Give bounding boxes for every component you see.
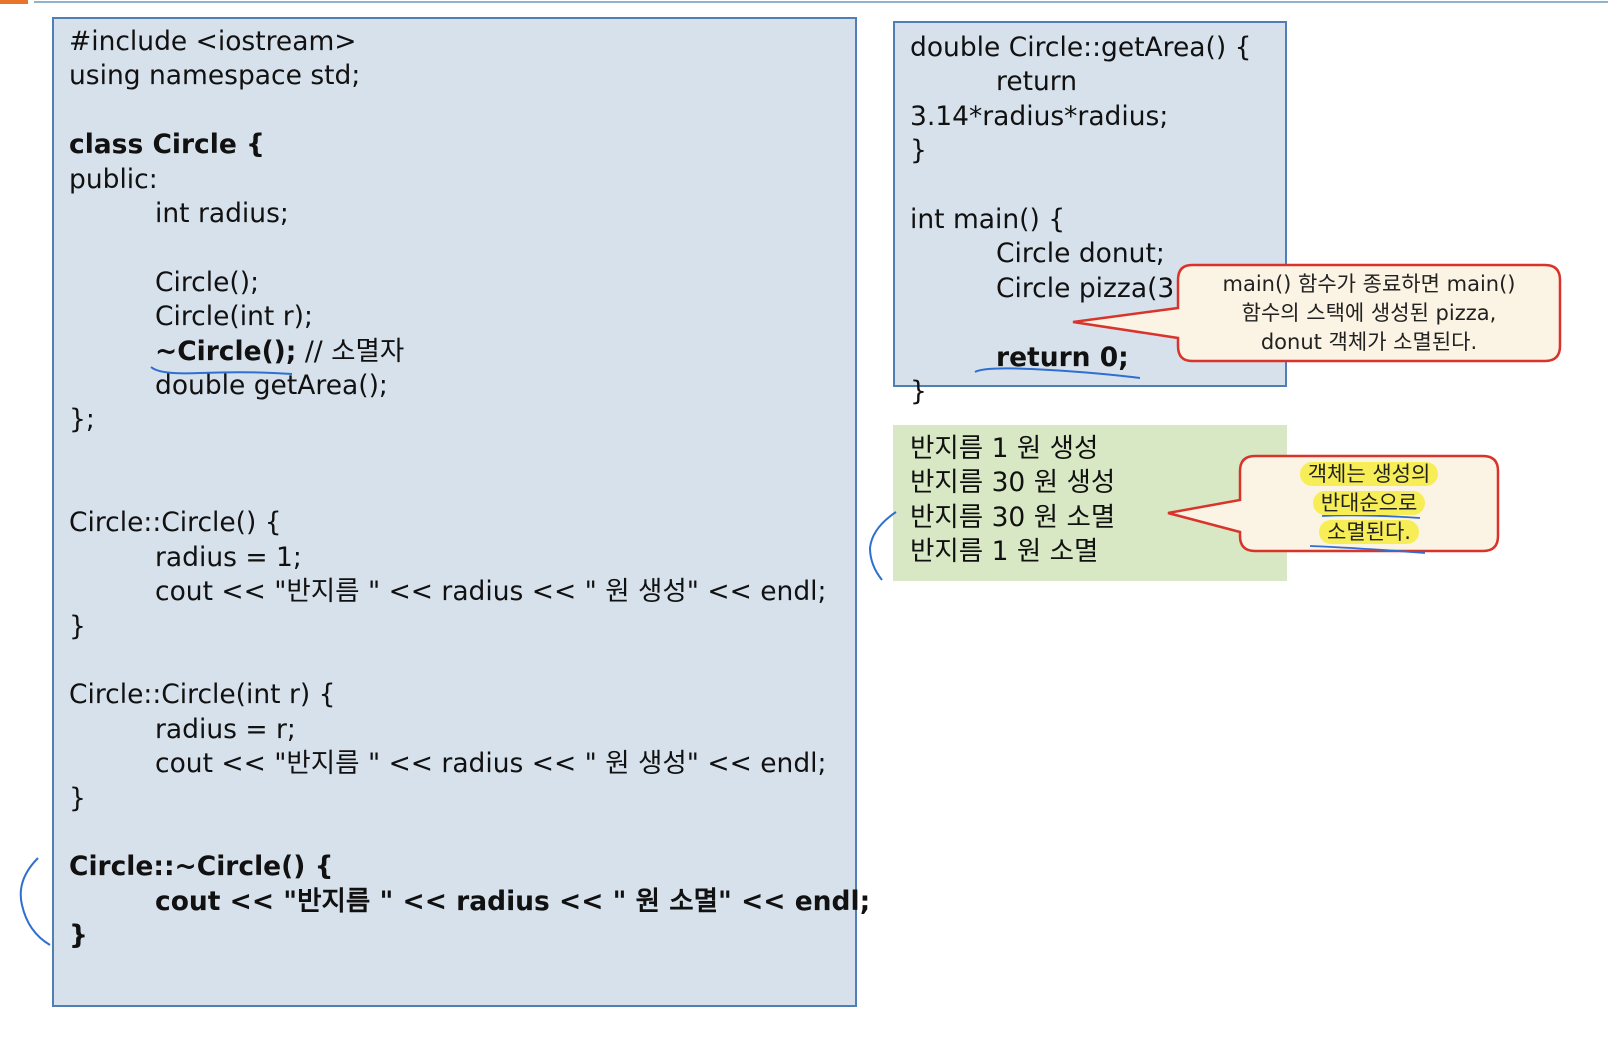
callout-line: donut 객체가 소멸된다. <box>1260 330 1478 354</box>
order-underline-mark-2 <box>1309 545 1426 554</box>
code-line <box>69 644 849 678</box>
code-line: } <box>910 135 927 167</box>
code-line: } <box>69 782 86 814</box>
code-line: #include <iostream> <box>69 26 357 57</box>
output-line: 반지름 1 원 소멸 <box>910 536 1099 568</box>
code-line-destructor-end: } <box>69 920 88 952</box>
code-line: Circle(int r); <box>155 301 313 333</box>
output-line: 반지름 1 원 생성 <box>910 433 1099 464</box>
code-line: radius = 1; <box>155 541 302 573</box>
left-code-lines: #include <iostream> using namespace std;… <box>69 25 871 954</box>
code-line: double getArea(); <box>155 369 388 401</box>
code-line: class Circle { <box>69 128 849 162</box>
program-output-lines: 반지름 1 원 생성 반지름 30 원 생성 반지름 30 원 소멸 반지름 1… <box>910 432 1270 570</box>
code-line: cout << "반지름 " << radius << " 원 생성" << e… <box>155 748 827 780</box>
code-line <box>910 169 1330 203</box>
callout-line: main() 함수가 종료하면 main() <box>1222 272 1516 296</box>
code-line: Circle::Circle(int r) { <box>69 679 336 711</box>
code-line <box>69 472 849 506</box>
slide-top-rule <box>34 1 1608 3</box>
code-line: Circle(); <box>155 266 260 298</box>
code-line: } <box>910 375 927 407</box>
output-line: 반지름 30 원 생성 <box>910 467 1116 499</box>
class-keyword-line: class Circle { <box>69 129 265 161</box>
code-line-destructor-def: Circle::~Circle() { <box>69 851 334 883</box>
code-line-destructor-body: cout << "반지름 " << radius << " 원 소멸" << e… <box>155 885 871 917</box>
left-code-box <box>52 17 857 1007</box>
callout-line: 함수의 스택에 생성된 pizza, <box>1241 301 1497 325</box>
code-line: Circle donut; <box>996 238 1165 270</box>
code-line: } <box>69 610 86 642</box>
code-line: radius = r; <box>155 713 296 745</box>
right-code-lines: double Circle::getArea() { return 3.14*r… <box>910 31 1330 409</box>
code-line: public: <box>69 163 158 195</box>
destructor-declaration: ~Circle(); <box>155 335 297 367</box>
code-line: using namespace std; <box>69 60 361 92</box>
callout-line-highlighted: 반대순으로 <box>1312 491 1426 515</box>
code-line <box>69 438 849 472</box>
slide-top-bar <box>0 0 1608 4</box>
code-line: }; <box>69 404 95 436</box>
output-line: 반지름 30 원 소멸 <box>910 501 1116 533</box>
code-line-destructor-decl: ~Circle(); // 소멸자 <box>69 335 849 369</box>
destructor-comment: // 소멸자 <box>296 335 405 367</box>
code-line: double Circle::getArea() { <box>910 32 1252 63</box>
slide-accent-mark <box>0 0 28 4</box>
code-line <box>69 231 849 265</box>
code-line: return <box>996 66 1078 98</box>
code-line: 3.14*radius*radius; <box>910 100 1169 132</box>
code-line: int main() { <box>910 203 1066 235</box>
code-line: cout << "반지름 " << radius << " 원 생성" << e… <box>155 576 827 608</box>
callout-line-highlighted: 소멸된다. <box>1319 520 1419 544</box>
order-callout-text: 객체는 생성의 반대순으로 소멸된다. <box>1242 460 1496 547</box>
code-line <box>69 816 849 850</box>
code-line: int radius; <box>155 197 289 229</box>
destructor-bracket-mark <box>19 857 51 946</box>
code-line <box>69 94 849 128</box>
code-line: Circle::Circle() { <box>69 507 282 539</box>
callout-line-highlighted: 객체는 생성의 <box>1299 462 1439 486</box>
main-exit-callout-text: main() 함수가 종료하면 main() 함수의 스택에 생성된 pizza… <box>1180 270 1558 357</box>
